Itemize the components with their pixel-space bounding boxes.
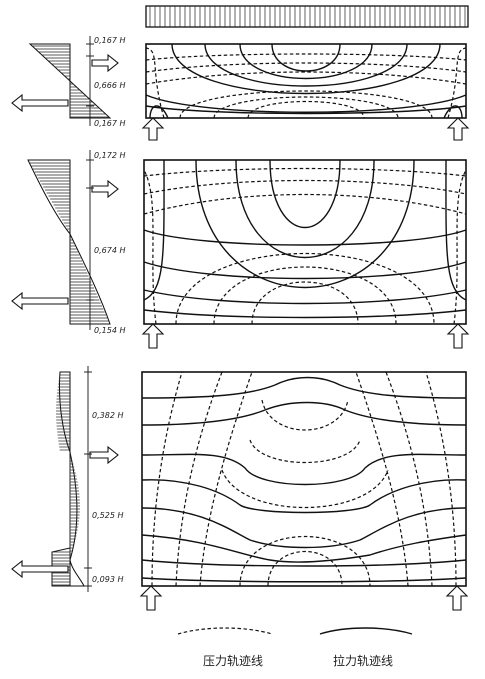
legend-label-compression: 压力轨迹线 — [203, 654, 263, 668]
panel-1-label-top: 0,167 H — [94, 36, 125, 45]
legend: 压力轨迹线 拉力轨迹线 — [177, 627, 413, 668]
panel-2: 0,172 H 0,674 H 0,154 H — [11, 150, 470, 349]
panel-2-label-middle: 0,674 H — [94, 246, 125, 255]
panel-2-beam — [143, 159, 467, 325]
panel-3-label-top: 0,382 H — [92, 411, 123, 420]
panel-2-stress-profile: 0,172 H 0,674 H 0,154 H — [11, 150, 125, 335]
resultant-arrow-left-2 — [11, 291, 69, 311]
panel-1-beam — [145, 43, 467, 119]
resultant-arrow-right-3 — [89, 445, 119, 465]
panel-3-beam — [141, 371, 467, 587]
support-arrow-right-3 — [445, 585, 469, 611]
resultant-arrow-right-2 — [91, 179, 119, 199]
panel-1-label-middle: 0,666 H — [94, 81, 125, 90]
panel-3-stress-profile: 0,382 H 0,525 H 0,093 H — [11, 366, 123, 592]
panel-1: 0,167 H 0,666 H 0,167 H — [11, 36, 470, 141]
resultant-arrow-right-1 — [91, 53, 119, 73]
panel-3: 0,382 H 0,525 H 0,093 H — [11, 366, 469, 611]
resultant-arrow-left-3 — [11, 559, 69, 579]
support-arrow-left-2 — [141, 323, 165, 349]
support-arrow-right-1 — [446, 117, 470, 141]
panel-3-label-bottom: 0,093 H — [92, 575, 123, 584]
panel-1-label-bottom: 0,167 H — [94, 119, 125, 128]
support-arrow-left-3 — [139, 585, 163, 611]
panel-2-label-top: 0,172 H — [94, 151, 125, 160]
uniform-load-bar — [145, 5, 469, 28]
legend-label-tension: 拉力轨迹线 — [333, 653, 393, 668]
legend-dashed-line — [177, 627, 273, 635]
panel-1-stress-profile: 0,167 H 0,666 H 0,167 H — [11, 36, 125, 128]
support-arrow-left-1 — [141, 117, 165, 141]
resultant-arrow-left-1 — [11, 93, 69, 113]
legend-solid-line — [319, 627, 413, 635]
support-arrow-right-2 — [446, 323, 470, 349]
panel-3-label-middle: 0,525 H — [92, 511, 123, 520]
panel-2-label-bottom: 0,154 H — [94, 326, 125, 335]
